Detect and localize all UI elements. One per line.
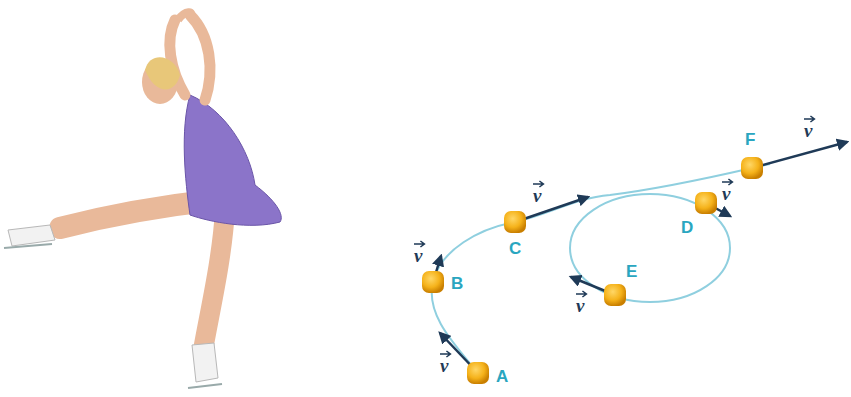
trajectory — [432, 164, 770, 373]
point-label: D — [681, 219, 693, 236]
velocity-vectors — [433, 142, 847, 373]
velocity-label: v — [533, 186, 541, 205]
point-label: B — [451, 275, 463, 292]
velocity-label: v — [414, 246, 422, 265]
point-label: F — [745, 131, 755, 148]
point-label: A — [496, 368, 508, 385]
point-label: E — [626, 263, 637, 280]
skater — [4, 12, 281, 388]
velocity-label: v — [722, 184, 730, 203]
point-label: C — [509, 240, 521, 257]
velocity-label: v — [440, 356, 448, 375]
velocity-label: v — [576, 296, 584, 315]
velocity-label: v — [804, 121, 812, 140]
position-points — [422, 157, 763, 384]
